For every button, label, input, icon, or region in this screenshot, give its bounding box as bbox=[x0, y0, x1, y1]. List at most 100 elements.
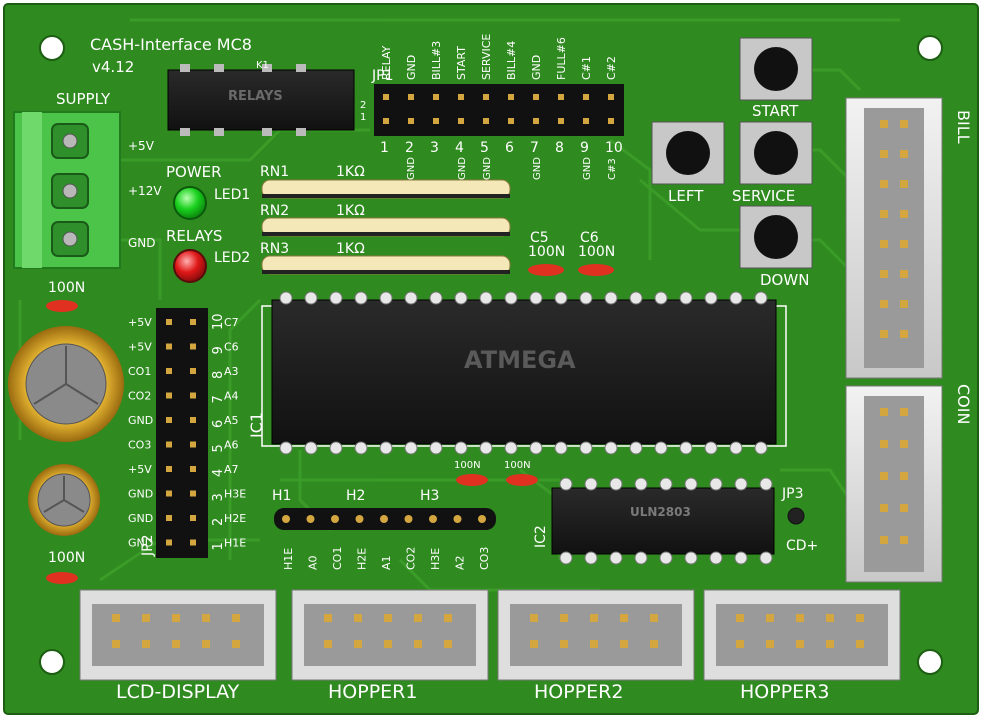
jp2-pin-number: 9 bbox=[211, 346, 226, 354]
supply-pin-gnd: GND bbox=[128, 236, 156, 250]
jp2-right-label: A3 bbox=[224, 365, 239, 378]
jp1-top-label: GND bbox=[530, 55, 543, 80]
resistor-network-3 bbox=[261, 255, 511, 275]
ic1-ref: IC1 bbox=[247, 412, 266, 438]
jp2-pin-number: 6 bbox=[211, 420, 226, 428]
jp1-top-label: SERVICE bbox=[480, 34, 493, 80]
board-version: v4.12 bbox=[92, 58, 134, 76]
c6-capacitor bbox=[578, 264, 614, 276]
rn1-value: 1KΩ bbox=[336, 164, 365, 180]
jp4-label: H1E bbox=[282, 548, 295, 570]
bottom-connector-label: HOPPER3 bbox=[740, 681, 829, 703]
down-button-label: DOWN bbox=[760, 271, 809, 289]
uln-cap-1 bbox=[456, 474, 488, 486]
h1-ref: H1 bbox=[272, 488, 291, 504]
supply-terminal-block bbox=[13, 111, 121, 269]
bill-connector bbox=[845, 97, 943, 379]
service-button-label: SERVICE bbox=[732, 187, 795, 205]
relays-led-ref: LED2 bbox=[214, 250, 250, 266]
jp1-top-label: BILL#4 bbox=[505, 41, 518, 80]
jp4-header bbox=[274, 508, 496, 530]
rn3-ref: RN3 bbox=[260, 241, 289, 257]
jp1-bottom-label: GND bbox=[406, 157, 417, 180]
rn2-ref: RN2 bbox=[260, 203, 289, 219]
c6-value: 100N bbox=[578, 244, 615, 260]
jp2-left-label: +5V bbox=[128, 316, 152, 329]
jp1-top-label: START bbox=[455, 46, 468, 80]
jp3-ref: JP3 bbox=[781, 486, 803, 502]
jp3-pin bbox=[787, 507, 805, 525]
bottom-connector-label: LCD-DISPLAY bbox=[116, 681, 240, 703]
supply-pin-12v: +12V bbox=[128, 184, 162, 198]
jp2-pin-number: 4 bbox=[211, 469, 226, 477]
jp2-left-label: CO1 bbox=[128, 365, 151, 378]
power-led bbox=[173, 186, 207, 220]
start-button[interactable] bbox=[739, 37, 813, 101]
jp1-pin-number: 1 bbox=[380, 140, 389, 156]
jp1-bottom-label: C#3 bbox=[607, 158, 618, 180]
jp1-pin-number: 10 bbox=[605, 140, 623, 156]
start-button-label: START bbox=[752, 102, 799, 120]
jp4-label: H3E bbox=[429, 548, 442, 570]
jp4-label: CO1 bbox=[331, 547, 344, 570]
h2-ref: H2 bbox=[346, 488, 365, 504]
jp1-bottom-label: GND bbox=[532, 157, 543, 180]
jp4-label: A1 bbox=[380, 555, 393, 570]
jp2-ref: JP2 bbox=[140, 535, 156, 557]
jp1-pin-number: 3 bbox=[430, 140, 439, 156]
uln-text: ULN2803 bbox=[630, 505, 691, 519]
electrolytic-cap-large bbox=[8, 326, 124, 442]
relay-pin-1: 1 bbox=[360, 112, 366, 123]
left-button[interactable] bbox=[651, 121, 725, 185]
electrolytic-cap-small bbox=[28, 464, 100, 536]
jp4-label: CO3 bbox=[478, 547, 491, 570]
jp1-top-label: FULL#6 bbox=[555, 37, 568, 80]
jp2-left-label: GND bbox=[128, 512, 153, 525]
jp2-left-label: GND bbox=[128, 488, 153, 501]
jp1-pin-number: 7 bbox=[530, 140, 539, 156]
jp1-pin-number: 5 bbox=[480, 140, 489, 156]
board-title: CASH-Interface MC8 bbox=[90, 35, 252, 54]
down-button[interactable] bbox=[739, 205, 813, 269]
bottom-connector-2 bbox=[291, 589, 489, 681]
service-button[interactable] bbox=[739, 121, 813, 185]
jp1-bottom-label: GND bbox=[457, 157, 468, 180]
jp1-pin-number: 9 bbox=[580, 140, 589, 156]
jp4-label: A2 bbox=[454, 555, 467, 570]
c5-capacitor bbox=[528, 264, 564, 276]
power-led-ref: LED1 bbox=[214, 187, 250, 203]
jp1-bottom-label: GND bbox=[582, 157, 593, 180]
relay-chip bbox=[167, 64, 355, 136]
jp1-pin-number: 4 bbox=[455, 140, 464, 156]
jp2-right-label: A4 bbox=[224, 390, 239, 403]
jp2-pin-number: 8 bbox=[211, 371, 226, 379]
bill-label: BILL bbox=[954, 110, 973, 144]
jp1-header bbox=[374, 84, 624, 136]
c5-value: 100N bbox=[528, 244, 565, 260]
jp1-pin-number: 8 bbox=[555, 140, 564, 156]
jp1-pin-number: 2 bbox=[405, 140, 414, 156]
relay-pin-2: 2 bbox=[360, 100, 366, 111]
h3-ref: H3 bbox=[420, 488, 439, 504]
jp2-right-label: H3E bbox=[224, 488, 246, 501]
atmega-chip bbox=[271, 291, 777, 455]
jp2-right-label: A6 bbox=[224, 439, 239, 452]
jp4-label: CO2 bbox=[405, 547, 418, 570]
jp1-ref: JP1 bbox=[371, 68, 393, 84]
jp2-left-label: +5V bbox=[128, 463, 152, 476]
jp2-header bbox=[156, 308, 208, 558]
uln-chip bbox=[551, 477, 775, 565]
jp2-right-label: A7 bbox=[224, 463, 239, 476]
resistor-network-1 bbox=[261, 179, 511, 199]
power-led-label: POWER bbox=[166, 163, 222, 181]
rn1-ref: RN1 bbox=[260, 164, 289, 180]
jp4-label: H2E bbox=[356, 548, 369, 570]
